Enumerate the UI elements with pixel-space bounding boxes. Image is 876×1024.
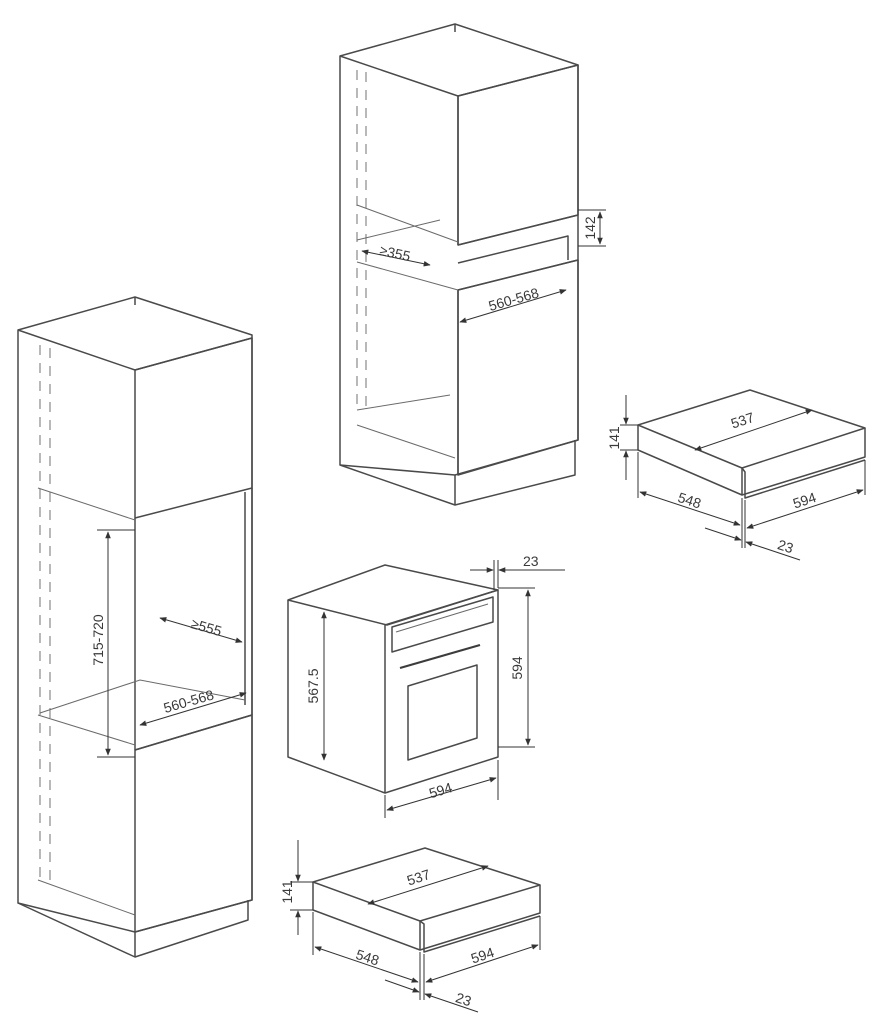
drawer-right-top-width-label: 537: [729, 409, 756, 432]
drawer-bottom-depth-label: 548: [354, 946, 381, 969]
oven: [287, 560, 565, 818]
left-unit-clearance-label: ≥555: [189, 615, 223, 639]
oven-front-height-label: 594: [509, 656, 525, 680]
drawer-right-front-width-label: 594: [791, 489, 818, 512]
tall-unit-left: [17, 296, 253, 958]
left-unit-niche-height-label: 715-720: [90, 614, 106, 666]
oven-thickness-label: 23: [523, 553, 539, 569]
drawer-right-height-label: 141: [606, 426, 622, 450]
drawer-right: [620, 389, 866, 561]
tall-unit-top: [339, 23, 606, 506]
top-unit-clearance-label: ≥355: [378, 242, 412, 264]
drawer-right-thickness-label: 23: [776, 536, 796, 556]
drawer-bottom-top-width-label: 537: [405, 866, 432, 889]
top-unit-niche-height-label: 142: [582, 216, 598, 240]
oven-front-width-label: 594: [427, 779, 454, 801]
drawer-bottom-thickness-label: 23: [454, 989, 474, 1009]
left-unit-niche-width-label: 560-568: [162, 686, 216, 716]
drawer-bottom-height-label: 141: [279, 880, 295, 904]
drawer-right-depth-label: 548: [676, 489, 703, 512]
top-unit-niche-width-label: 560-568: [487, 284, 541, 314]
drawer-bottom-front-width-label: 594: [469, 944, 496, 967]
oven-body-height-label: 567.5: [305, 668, 321, 703]
drawer-bottom: [290, 840, 541, 1013]
